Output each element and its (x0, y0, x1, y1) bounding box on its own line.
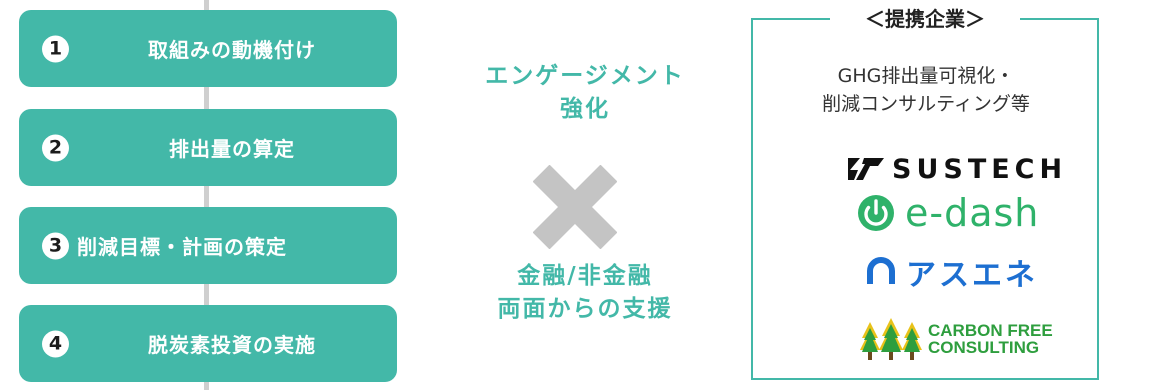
step-label: 脱炭素投資の実施 (148, 333, 316, 357)
step-label: 取組みの動機付け (148, 38, 316, 62)
engagement-line-2: 強化 (560, 96, 610, 122)
multiply-icon (533, 165, 617, 249)
step-2: 2 排出量の算定 (19, 109, 397, 186)
step-number: 4 (42, 330, 69, 357)
step-number: 2 (42, 134, 69, 161)
edash-logo: e-dash (855, 191, 1039, 235)
tree-icon (860, 318, 922, 360)
step-label: 排出量の算定 (169, 137, 295, 161)
asuene-mark-icon (867, 257, 895, 284)
step-number: 1 (42, 35, 69, 62)
sustech-wordmark: SUSTECH (892, 153, 1068, 185)
partner-description: GHG排出量可視化・ 削減コンサルティング等 (760, 62, 1092, 118)
asuene-wordmark: アスエネ (906, 258, 1038, 293)
engagement-line-1: エンゲージメント (485, 63, 685, 89)
asuene-logo: アスエネ (866, 250, 1038, 294)
carbon-free-line-1: CARBON FREE (928, 321, 1053, 340)
edash-wordmark: e-dash (905, 191, 1040, 235)
step-label: 削減目標・計画の策定 (77, 235, 287, 259)
step-number: 3 (42, 232, 69, 259)
sustech-logo: SUSTECH (846, 152, 1067, 186)
carbon-free-wordmark: CARBON FREE CONSULTING (928, 322, 1053, 356)
carbon-free-consulting-logo: CARBON FREE CONSULTING (860, 314, 1053, 364)
process-connector-line (204, 0, 209, 390)
step-4: 4 脱炭素投資の実施 (19, 305, 397, 382)
sustech-mark-icon (848, 158, 884, 180)
partner-box-title: ＜提携企業＞ (830, 4, 1020, 34)
partner-description-line-2: 削減コンサルティング等 (822, 93, 1030, 115)
power-icon (858, 195, 894, 231)
carbon-free-line-2: CONSULTING (928, 338, 1040, 357)
step-1: 1 取組みの動機付け (19, 10, 397, 87)
support-line-2: 両面からの支援 (497, 296, 673, 322)
engagement-heading: エンゲージメント 強化 (430, 60, 740, 126)
step-3: 3 削減目標・計画の策定 (19, 207, 397, 284)
support-heading: 金融/非金融 両面からの支援 (430, 260, 740, 326)
partner-description-line-1: GHG排出量可視化・ (837, 65, 1015, 87)
support-line-1: 金融/非金融 (517, 263, 653, 289)
